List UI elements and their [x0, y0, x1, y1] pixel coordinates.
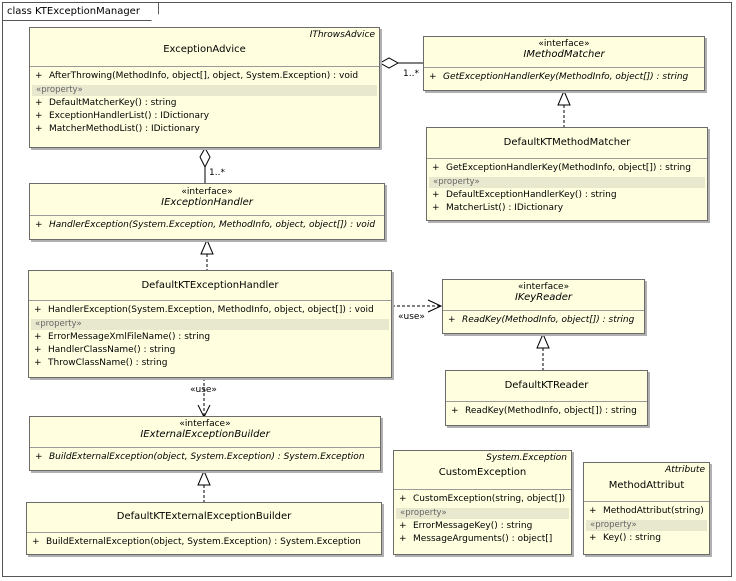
operations-section: +HandlerException(System.Exception, Meth… [29, 301, 391, 373]
operations-section: +AfterThrowing(MethodInfo, object[], obj… [30, 67, 379, 139]
class-header: «interface» IExceptionHandler [30, 184, 384, 216]
class-name: IExternalExceptionBuilder [140, 429, 270, 440]
template-parameter: Attribute [665, 465, 705, 475]
operation: +MethodAttribut(string) [589, 506, 704, 516]
property-stereotype: «property» [396, 508, 569, 519]
property-operation: +ThrowClassName() : string [34, 358, 168, 368]
template-parameter: System.Exception [486, 453, 567, 463]
operation: +AfterThrowing(MethodInfo, object[], obj… [35, 71, 359, 81]
multiplicity-matcher: 1..* [403, 69, 419, 79]
class-header: System.Exception CustomException [394, 451, 571, 490]
class-name: DefaultKTReader [504, 380, 589, 391]
operations-section: +BuildExternalException(object, System.E… [27, 533, 381, 552]
class-header: DefaultKTReader [446, 371, 647, 402]
multiplicity-handler: 1..* [209, 168, 225, 178]
interface-ikey-reader[interactable]: «interface» IKeyReader +ReadKey(MethodIn… [442, 279, 645, 334]
stereotype: «interface» [181, 187, 233, 197]
property-stereotype: «property» [586, 520, 707, 531]
class-default-kt-external-exception-builder[interactable]: DefaultKTExternalExceptionBuilder +Build… [26, 502, 382, 555]
operation: +BuildExternalException(object, System.E… [32, 537, 361, 547]
property-operation: +ErrorMessageXmlFileName() : string [34, 332, 211, 342]
template-parameter: IThrowsAdvice [309, 30, 375, 40]
class-header: «interface» IMethodMatcher [424, 37, 704, 68]
interface-iexternal-exception-builder[interactable]: «interface» IExternalExceptionBuilder +B… [29, 416, 381, 471]
property-stereotype: «property» [32, 85, 377, 96]
class-exception-advice[interactable]: IThrowsAdvice ExceptionAdvice +AfterThro… [29, 27, 380, 148]
operations-section: +HandlerException(System.Exception, Meth… [30, 216, 384, 235]
operations-section: +ReadKey(MethodInfo, object[]) : string [446, 402, 647, 421]
class-name: DefaultKTExceptionHandler [141, 280, 279, 291]
class-name: DefaultKTMethodMatcher [503, 137, 631, 148]
class-default-kt-method-matcher[interactable]: DefaultKTMethodMatcher +GetExceptionHand… [426, 127, 708, 221]
property-operation: +MatcherMethodList() : IDictionary [35, 124, 200, 134]
operation: +HandlerException(System.Exception, Meth… [35, 220, 376, 230]
class-name: DefaultKTExternalExceptionBuilder [116, 511, 292, 522]
class-default-kt-reader[interactable]: DefaultKTReader +ReadKey(MethodInfo, obj… [445, 370, 648, 426]
property-operation: +DefaultExceptionHandlerKey() : string [432, 190, 617, 200]
operations-section: +MethodAttribut(string) «property» +Key(… [584, 502, 709, 548]
class-name: IKeyReader [514, 292, 573, 303]
operations-section: +BuildExternalException(object, System.E… [30, 448, 380, 467]
operation: +CustomException(string, object[]) [399, 494, 566, 504]
class-name: IMethodMatcher [523, 49, 605, 60]
class-name: MethodAttribut [608, 480, 685, 491]
stereotype: «interface» [538, 39, 590, 49]
property-stereotype: «property» [31, 319, 389, 330]
class-name: IExceptionHandler [161, 197, 253, 208]
property-operation: +DefaultMatcherKey() : string [35, 98, 177, 108]
class-header: Attribute MethodAttribut [584, 463, 709, 502]
dependency-label-builder: «use» [190, 385, 217, 395]
operation: +HandlerException(System.Exception, Meth… [34, 305, 374, 315]
operation: +ReadKey(MethodInfo, object[]) : string [448, 315, 635, 325]
frame-title: class KTExceptionManager [3, 3, 159, 21]
property-operation: +HandlerClassName() : string [34, 345, 176, 355]
class-header: DefaultKTExceptionHandler [29, 271, 391, 301]
operation: +ReadKey(MethodInfo, object[]) : string [451, 406, 637, 416]
property-operation: +MessageArguments() : object[] [399, 534, 553, 544]
interface-iexception-handler[interactable]: «interface» IExceptionHandler +HandlerEx… [29, 183, 385, 240]
operation: +GetExceptionHandlerKey(MethodInfo, obje… [429, 72, 689, 82]
class-header: «interface» IKeyReader [443, 280, 644, 311]
class-custom-exception[interactable]: System.Exception CustomException +Custom… [393, 450, 572, 555]
interface-imethod-matcher[interactable]: «interface» IMethodMatcher +GetException… [423, 36, 705, 91]
class-header: «interface» IExternalExceptionBuilder [30, 417, 380, 448]
stereotype: «interface» [179, 419, 231, 429]
class-header: DefaultKTExternalExceptionBuilder [27, 503, 381, 533]
class-name: ExceptionAdvice [163, 44, 246, 55]
property-stereotype: «property» [429, 177, 705, 188]
dependency-label-keyreader: «use» [398, 312, 425, 322]
stereotype: «interface» [517, 282, 570, 292]
property-operation: +MatcherList() : IDictionary [432, 203, 564, 213]
operations-section: +GetExceptionHandlerKey(MethodInfo, obje… [427, 159, 707, 218]
property-operation: +ExceptionHandlerList() : IDictionary [35, 111, 210, 121]
property-operation: +Key() : string [589, 533, 661, 543]
operation: +GetExceptionHandlerKey(MethodInfo, obje… [432, 163, 691, 173]
class-header: DefaultKTMethodMatcher [427, 128, 707, 159]
class-method-attribut[interactable]: Attribute MethodAttribut +MethodAttribut… [583, 462, 710, 555]
operations-section: +ReadKey(MethodInfo, object[]) : string [443, 311, 644, 330]
operation: +BuildExternalException(object, System.E… [35, 452, 365, 462]
operations-section: +CustomException(string, object[]) «prop… [394, 490, 571, 549]
property-operation: +ErrorMessageKey() : string [399, 521, 533, 531]
class-header: IThrowsAdvice ExceptionAdvice [30, 28, 379, 67]
operations-section: +GetExceptionHandlerKey(MethodInfo, obje… [424, 68, 704, 87]
class-name: CustomException [438, 467, 527, 478]
class-default-kt-exception-handler[interactable]: DefaultKTExceptionHandler +HandlerExcept… [28, 270, 392, 378]
